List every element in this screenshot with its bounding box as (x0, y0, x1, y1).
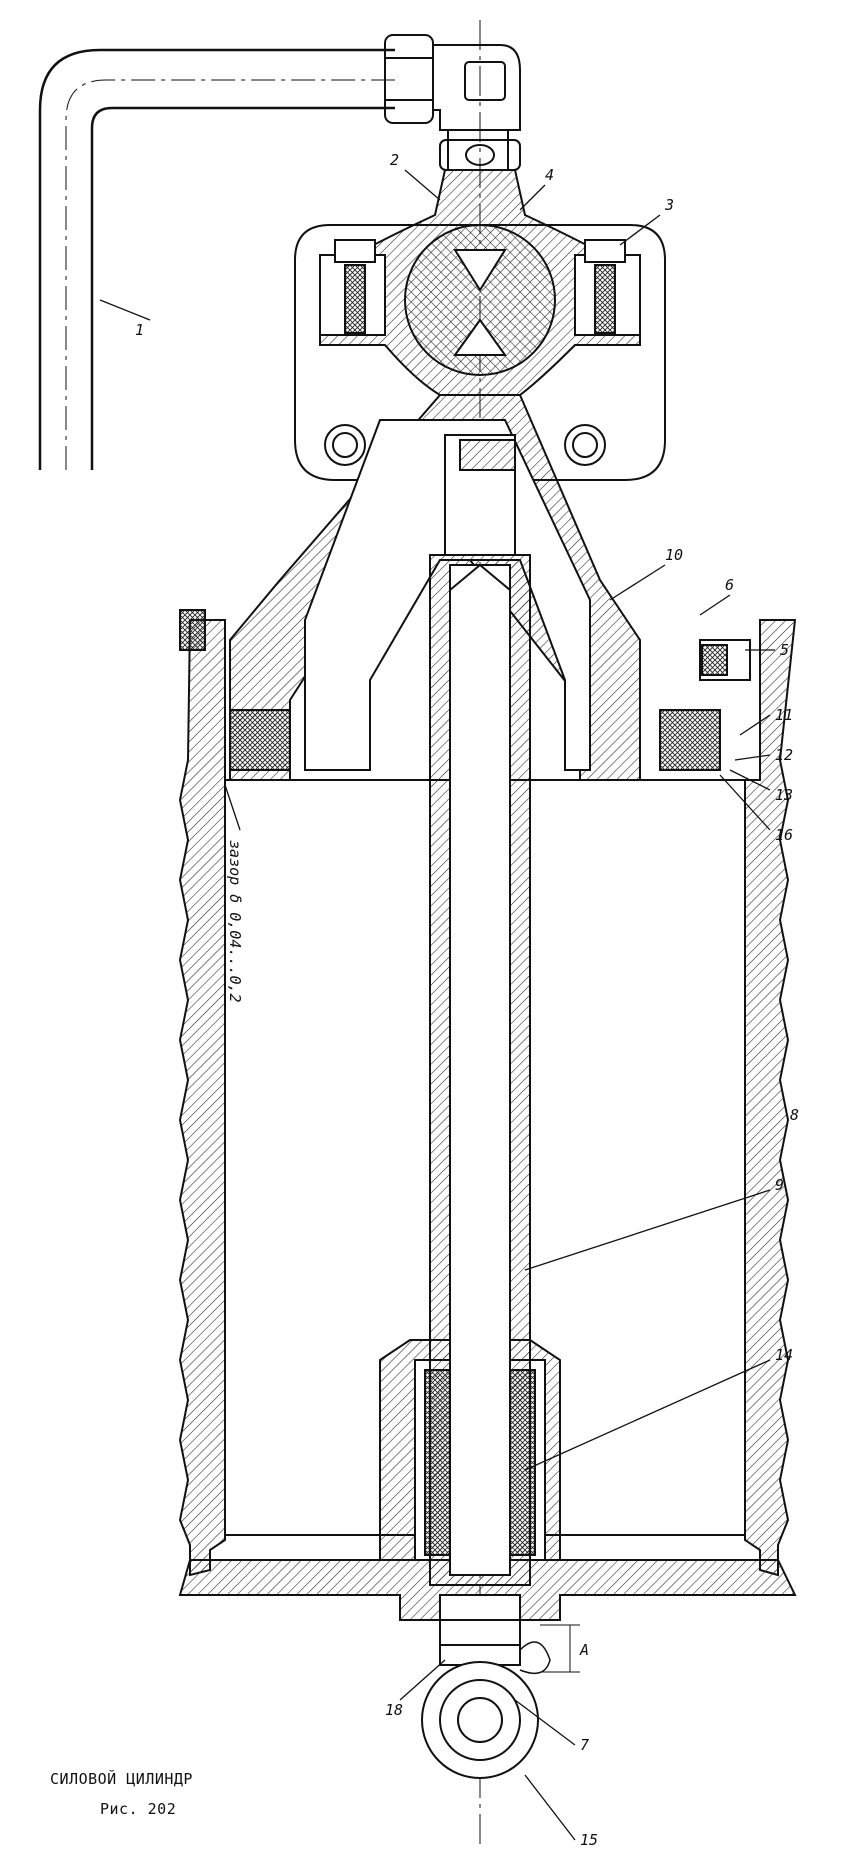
gap-note: зазор δ 0,04...0,2 (226, 840, 244, 1003)
callout-9: 9 (775, 1176, 784, 1194)
callout-6: 6 (725, 576, 734, 594)
callout-3: 3 (664, 196, 674, 214)
callout-10: 10 (665, 546, 683, 564)
callout-14: 14 (775, 1346, 793, 1364)
callout-12: 12 (775, 746, 793, 764)
caption-title: СИЛОВОЙ ЦИЛИНДР (50, 1770, 193, 1788)
callout-11: 11 (775, 706, 793, 724)
callout-4: 4 (545, 166, 554, 184)
callout-5: 5 (780, 641, 789, 659)
callout-7: 7 (580, 1736, 589, 1754)
cylinder-wall-left (178, 619, 226, 1577)
callout-16: 16 (775, 826, 793, 844)
caption-figure-number: Рис. 202 (100, 1800, 177, 1818)
mounting-plate (294, 224, 666, 481)
ball (404, 224, 556, 376)
callout-13: 13 (775, 786, 793, 804)
dimension-a: A (579, 1641, 589, 1659)
callout-18: 18 (385, 1701, 403, 1719)
callout-15: 15 (580, 1831, 598, 1849)
callout-2: 2 (390, 151, 399, 169)
callout-8: 8 (790, 1106, 799, 1124)
callout-1: 1 (135, 321, 144, 339)
pipe (38, 48, 395, 470)
